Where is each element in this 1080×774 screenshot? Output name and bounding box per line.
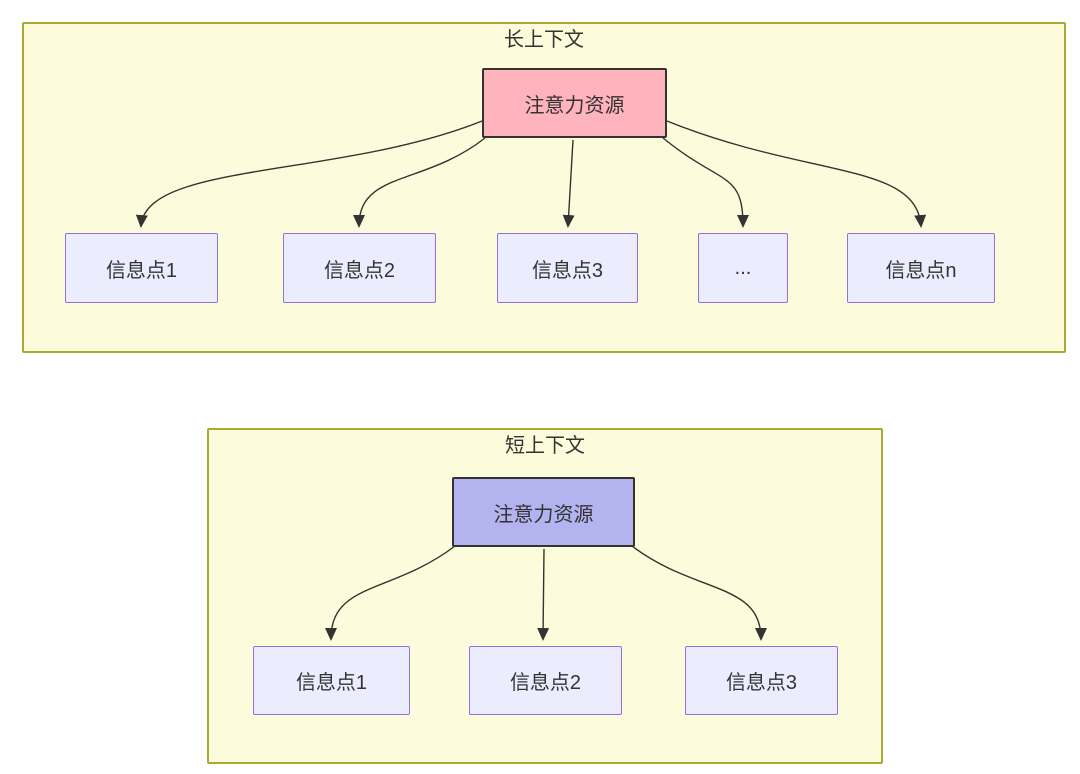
attention-node-long: 注意力资源: [482, 68, 667, 138]
info-node-long-2: 信息点2: [283, 233, 436, 303]
info-node-long-ellipsis: ...: [698, 233, 788, 303]
info-node-long-1: 信息点1: [65, 233, 218, 303]
info-node-long-3: 信息点3: [497, 233, 638, 303]
attention-node-short: 注意力资源: [452, 477, 635, 547]
short-context-title: 短上下文: [505, 435, 585, 457]
long-context-title: 长上下文: [504, 29, 584, 51]
info-node-short-1: 信息点1: [253, 646, 410, 715]
info-node-short-2: 信息点2: [469, 646, 622, 715]
info-node-short-3: 信息点3: [685, 646, 838, 715]
info-node-long-n: 信息点n: [847, 233, 995, 303]
